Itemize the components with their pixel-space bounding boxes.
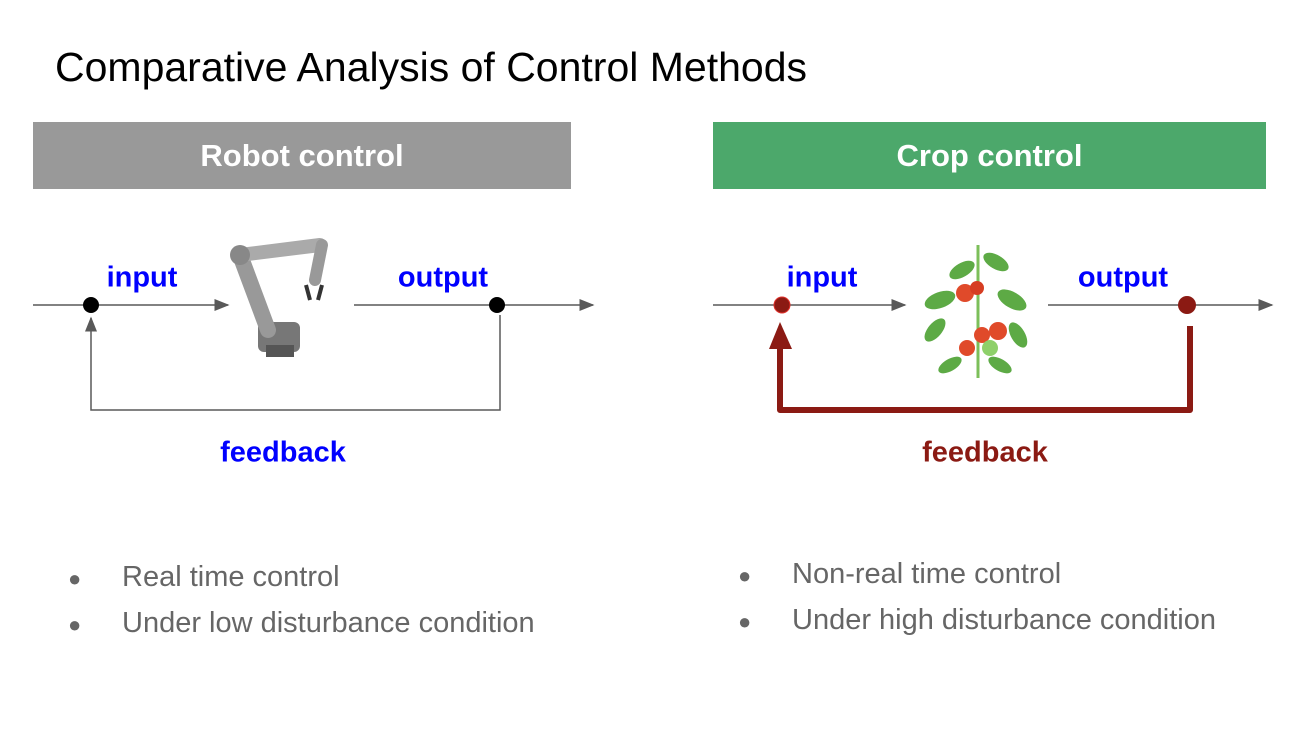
bullet-icon: ● [738, 563, 752, 588]
left-bullet-2: Under low disturbance condition [122, 607, 535, 639]
robot-control-header: Robot control [33, 122, 571, 189]
robot-arm-icon [230, 238, 328, 357]
right-input-node [773, 296, 791, 314]
left-bullet-1: Real time control [122, 561, 340, 593]
left-input-node [83, 297, 99, 313]
right-bullet-1: Non-real time control [792, 558, 1062, 590]
right-input-label: input [786, 261, 858, 294]
left-output-node [489, 297, 505, 313]
tomato-plant-icon [924, 245, 1028, 378]
right-feedback-arrowhead [769, 322, 792, 349]
crop-control-header: Crop control [713, 122, 1266, 189]
left-feedback-label: feedback [220, 436, 346, 469]
page-title: Comparative Analysis of Control Methods [55, 44, 808, 90]
right-bullet-2: Under high disturbance condition [792, 604, 1216, 636]
right-output-label: output [1077, 261, 1169, 294]
right-output-node [1178, 296, 1196, 314]
bullet-icon: ● [68, 566, 82, 591]
right-feedback-line [777, 326, 1193, 413]
left-feedback-line [85, 315, 501, 411]
left-output-label: output [397, 261, 489, 294]
left-input-label: input [106, 261, 178, 294]
right-feedback-label: feedback [922, 436, 1048, 469]
bullet-icon: ● [738, 609, 752, 634]
bullet-icon: ● [68, 612, 82, 637]
